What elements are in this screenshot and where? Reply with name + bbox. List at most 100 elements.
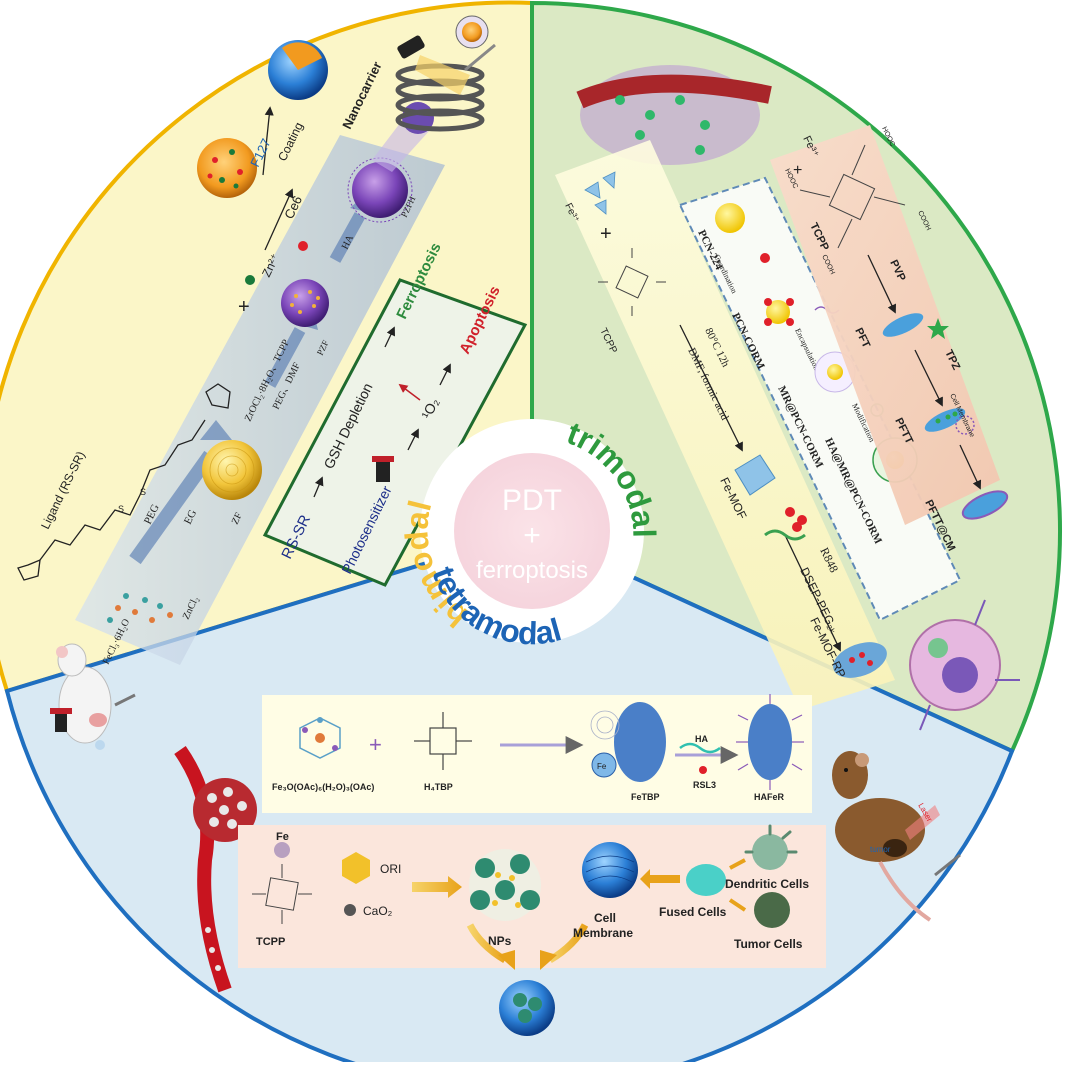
arrow-pvp bbox=[867, 254, 896, 314]
femofrp-dots bbox=[849, 652, 873, 666]
blood-vessel bbox=[576, 74, 772, 109]
rat-tail bbox=[878, 861, 932, 922]
label-membrane-1: Cell bbox=[594, 911, 616, 925]
cell-receptor-1 bbox=[974, 599, 986, 626]
cell-membrane-vesicle bbox=[582, 842, 638, 898]
pft-plus: + bbox=[793, 162, 802, 179]
mech-arrow-3 bbox=[407, 428, 419, 451]
synthesis-arrow-3 bbox=[329, 212, 366, 263]
arrow-to-nps bbox=[412, 876, 462, 898]
center-title-pdt: PDT bbox=[502, 484, 562, 517]
corm-molecule bbox=[760, 253, 770, 263]
mouse-laser-cap bbox=[50, 708, 72, 714]
hafer-spikes bbox=[736, 694, 804, 790]
dsep-peg-chain bbox=[764, 529, 806, 541]
np-5 bbox=[520, 890, 540, 910]
tumor-cells-dots bbox=[205, 787, 247, 971]
arrow-pfttcm bbox=[959, 444, 982, 490]
cancer-cell-nucleus bbox=[942, 657, 978, 693]
rat-laser-beam bbox=[905, 805, 940, 840]
bimodal-synthesis-panel bbox=[75, 135, 445, 665]
fused-cell bbox=[686, 864, 726, 896]
mech-arrow-4 bbox=[439, 363, 451, 386]
femof-panel bbox=[555, 140, 895, 710]
arrow-to-ce6 bbox=[264, 188, 294, 251]
mrpcncorm-core bbox=[827, 364, 843, 380]
pfttcm-particle bbox=[961, 490, 1009, 520]
membrane-lines bbox=[585, 855, 635, 883]
mech-arrow-2 bbox=[384, 326, 395, 348]
rat-tumor bbox=[883, 839, 907, 857]
trimodal-content: Fe³⁺ + TCPP 80°C 12h DMF, formic acid Fe… bbox=[555, 65, 1020, 731]
rat-ear bbox=[855, 753, 869, 767]
arrowhead-converge-right bbox=[540, 950, 557, 970]
mouse-laser bbox=[55, 712, 67, 732]
dendritic-cell bbox=[752, 834, 788, 870]
label-tcpp-row2: TCPP bbox=[256, 936, 285, 948]
synthesis-arrow-2 bbox=[264, 327, 306, 388]
center-hub: PDT + ferroptosis bimodal trimodal tetra… bbox=[398, 415, 662, 652]
pzf-dots bbox=[290, 290, 320, 314]
mouse-tumor bbox=[89, 713, 107, 727]
cancer-cell-organelle bbox=[928, 638, 948, 658]
pcn-box bbox=[678, 176, 962, 622]
femofrp-particle bbox=[833, 642, 887, 678]
label-rsl3: RSL3 bbox=[693, 780, 716, 790]
nanocarrier-core-cut bbox=[282, 42, 322, 70]
arrow-coating bbox=[262, 106, 274, 176]
ligand-structure bbox=[17, 383, 231, 581]
label-dendritic: Dendritic Cells bbox=[725, 877, 809, 891]
fetbp-lattice bbox=[590, 710, 620, 740]
laser-beam bbox=[415, 55, 470, 95]
ori-hexagon bbox=[342, 852, 370, 884]
mech-laser-icon bbox=[376, 460, 390, 482]
tetramodal-content: Fe₃O(OAc)₆(H₂O)₃(OAc) + H₄TBP Fe FeTBP H… bbox=[174, 694, 961, 1036]
vessel-particles bbox=[615, 95, 710, 155]
label-eg: EG bbox=[182, 508, 199, 526]
label-h4tbp: H₄TBP bbox=[424, 782, 453, 792]
fe-core-inset bbox=[591, 752, 617, 778]
bimodal-content: FeCl₃·6H₂O ZnCl₂ PEG EG ZF ZrOCl₂·8H₂O、T… bbox=[17, 15, 528, 750]
dendritic-spikes bbox=[744, 824, 798, 854]
disulfide-s2: S bbox=[140, 487, 146, 497]
arrow-tumor-fuse bbox=[728, 898, 747, 912]
mech-laser-cap bbox=[372, 456, 394, 462]
mouse-vial bbox=[95, 740, 105, 750]
label-cao2: CaO₂ bbox=[363, 904, 393, 918]
cell-membrane-ring bbox=[955, 415, 975, 435]
mouse-bimodal bbox=[50, 643, 136, 750]
cancer-cell bbox=[909, 599, 1020, 731]
mouse-syringe bbox=[114, 693, 136, 707]
center-title-plus: + bbox=[523, 519, 541, 552]
ha-chain bbox=[679, 742, 721, 754]
label-hafer: HAFeR bbox=[754, 792, 785, 802]
label-ha-tetra: HA bbox=[695, 734, 708, 744]
nps-cluster bbox=[469, 849, 541, 921]
composite-dots bbox=[207, 149, 243, 189]
np-1 bbox=[475, 858, 495, 878]
mechanism-frame bbox=[262, 278, 528, 587]
arrow-femof bbox=[679, 324, 743, 452]
zf-texture bbox=[209, 447, 255, 493]
label-fetbp: FeTBP bbox=[631, 792, 660, 802]
pftt-stars bbox=[935, 411, 958, 424]
pzfh-sphere bbox=[352, 162, 408, 218]
label-membrane-2: Membrane bbox=[573, 926, 633, 940]
mech-arrow-1 bbox=[313, 476, 324, 498]
tcpp-structure-right bbox=[799, 144, 906, 249]
nanocarrier-inset-core bbox=[462, 22, 482, 42]
label-fe-row2: Fe bbox=[276, 831, 289, 843]
zn-ion bbox=[245, 275, 255, 285]
rsl3-molecule bbox=[699, 766, 707, 774]
pft-particle bbox=[882, 313, 924, 337]
center-disc bbox=[454, 453, 610, 609]
tetramodal-plus-1: + bbox=[369, 732, 382, 757]
label-zf: ZF bbox=[230, 511, 245, 527]
fe-ion bbox=[274, 842, 290, 858]
label-tumor-cells: Tumor Cells bbox=[734, 937, 803, 951]
tumor-cell bbox=[754, 892, 790, 928]
mech-arrow-red bbox=[398, 383, 421, 401]
tpz-star bbox=[927, 318, 949, 339]
